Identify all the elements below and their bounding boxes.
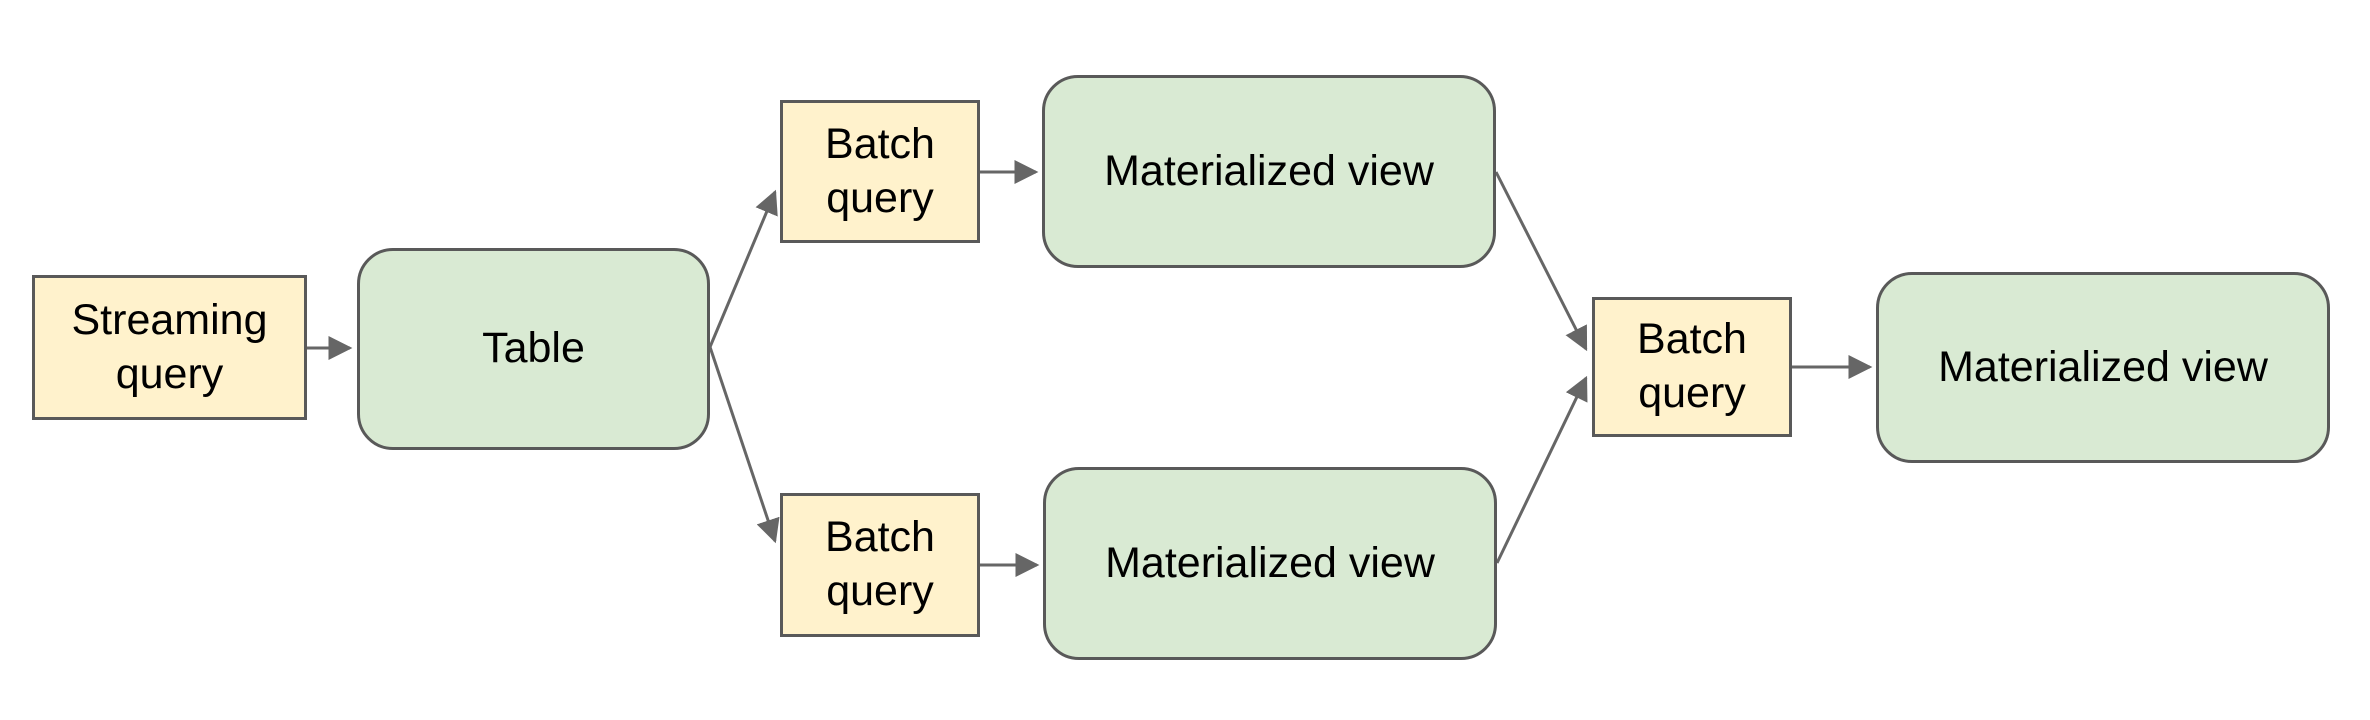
node-materialized-view-bottom: Materialized view bbox=[1043, 467, 1497, 660]
node-streaming-query: Streaming query bbox=[32, 275, 307, 420]
edge-materialized-view-top-to-batch-query-right bbox=[1494, 171, 1588, 352]
node-batch-query-right-label: Batch query bbox=[1637, 315, 1747, 417]
node-batch-query-right: Batch query bbox=[1592, 297, 1792, 437]
node-batch-query-top-label: Batch query bbox=[825, 119, 935, 222]
node-batch-query-bottom-label: Batch query bbox=[825, 513, 935, 615]
node-table: Table bbox=[357, 248, 710, 450]
node-materialized-view-right: Materialized view bbox=[1876, 272, 2330, 463]
node-materialized-view-bottom-label: Materialized view bbox=[1105, 538, 1435, 587]
node-batch-query-bottom: Batch query bbox=[780, 493, 980, 637]
node-materialized-view-right-label: Materialized view bbox=[1938, 342, 2268, 391]
edge-table-to-batch-query-bottom bbox=[708, 346, 780, 544]
edge-materialized-view-bottom-to-batch-query-right bbox=[1495, 375, 1588, 564]
node-batch-query-top: Batch query bbox=[780, 100, 980, 243]
node-materialized-view-top: Materialized view bbox=[1042, 75, 1496, 268]
node-materialized-view-top-label: Materialized view bbox=[1104, 146, 1434, 195]
node-streaming-query-label: Streaming query bbox=[71, 295, 268, 398]
edge-table-to-batch-query-top bbox=[708, 189, 778, 348]
node-table-label: Table bbox=[482, 324, 585, 373]
